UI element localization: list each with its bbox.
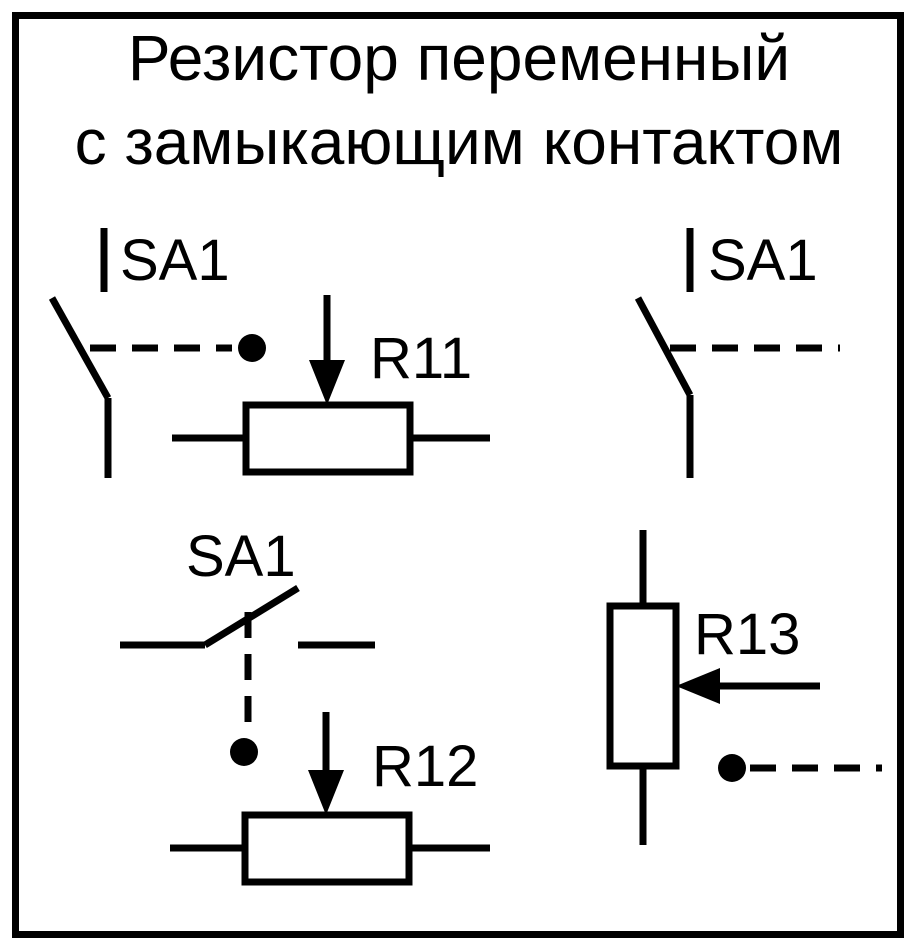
resistor-r13 <box>606 530 820 845</box>
contact-dot-r11 <box>238 334 266 362</box>
label-sa1-bottom: SA1 <box>186 524 296 589</box>
diagram-frame <box>12 12 904 938</box>
switch-sa1-top-right <box>634 228 840 478</box>
title-line-2: с замыкающим контактом <box>74 106 844 178</box>
title-line-1: Резистор переменный <box>127 22 791 94</box>
switch-sa1-top-left <box>48 228 232 478</box>
label-sa1-left: SA1 <box>120 228 230 293</box>
resistor-r12 <box>170 712 490 886</box>
label-r11: R11 <box>370 326 473 391</box>
label-r13: R13 <box>694 602 801 667</box>
wiper-arrow-r13 <box>676 668 720 704</box>
wiper-arrow-r11 <box>309 360 345 405</box>
contact-dot-r12 <box>230 738 258 766</box>
switch-sa1-bottom <box>120 585 375 730</box>
wiper-arrow-r12 <box>308 770 344 815</box>
label-r12: R12 <box>372 734 479 799</box>
label-sa1-right: SA1 <box>708 228 818 293</box>
resistor-r11 <box>172 295 490 476</box>
contact-dot-r13 <box>718 754 746 782</box>
